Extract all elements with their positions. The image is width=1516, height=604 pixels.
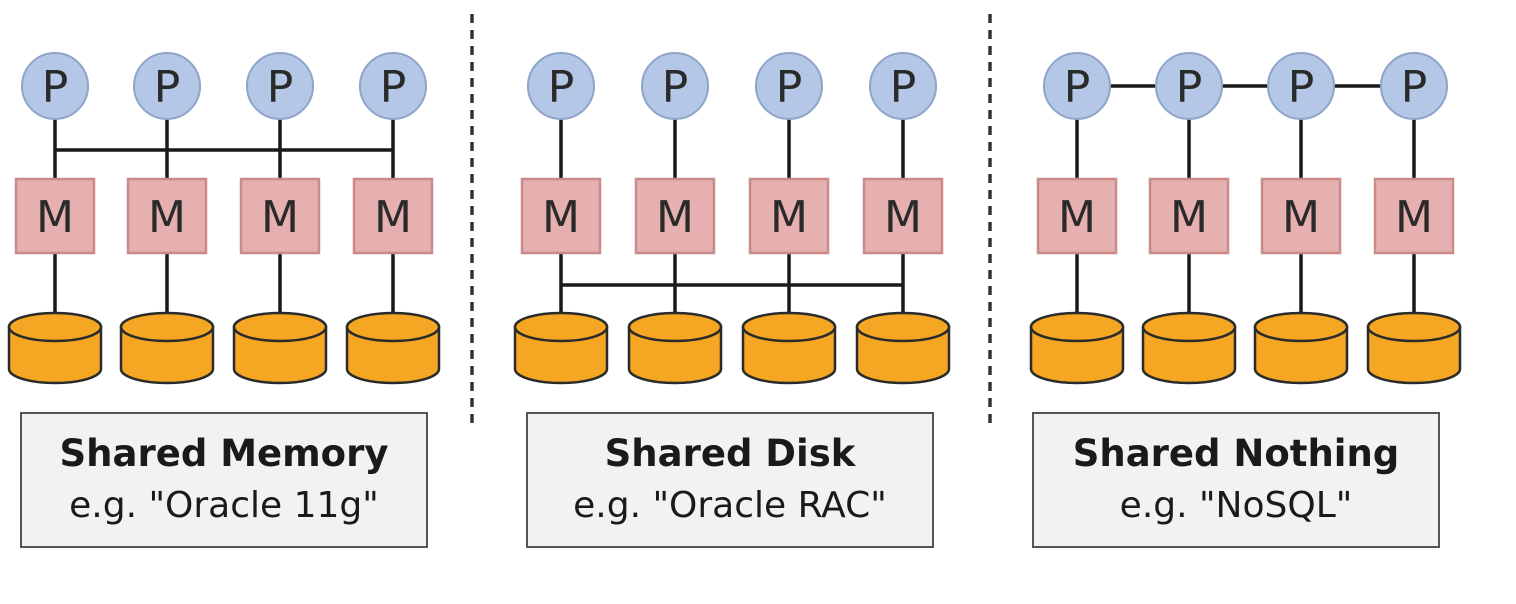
processor-node bbox=[755, 52, 823, 120]
memory-label: M bbox=[770, 192, 808, 243]
memory-node bbox=[1373, 177, 1455, 255]
memory-node bbox=[352, 177, 434, 255]
disk-top bbox=[7, 311, 103, 343]
caption-title: Shared Nothing bbox=[1072, 432, 1400, 475]
processor-node bbox=[359, 52, 427, 120]
memory-label: M bbox=[1058, 192, 1096, 243]
disk-body bbox=[1141, 325, 1237, 385]
memory-label: M bbox=[374, 192, 412, 243]
processor-node bbox=[527, 52, 595, 120]
memory-label: M bbox=[884, 192, 922, 243]
processor-label: P bbox=[154, 62, 181, 113]
caption-shared-disk: Shared Disk e.g. "Oracle RAC" bbox=[526, 412, 934, 548]
memory-label: M bbox=[542, 192, 580, 243]
disk-body bbox=[119, 325, 215, 385]
memory-node bbox=[1260, 177, 1342, 255]
caption-example: e.g. "Oracle 11g" bbox=[69, 485, 379, 526]
disk-body bbox=[513, 325, 609, 385]
memory-label: M bbox=[656, 192, 694, 243]
memory-node bbox=[239, 177, 321, 255]
memory-node bbox=[14, 177, 96, 255]
processor-label: P bbox=[662, 62, 689, 113]
processor-node bbox=[21, 52, 89, 120]
disk-body bbox=[1029, 325, 1125, 385]
disk-top bbox=[1029, 311, 1125, 343]
memory-label: M bbox=[261, 192, 299, 243]
memory-node bbox=[1036, 177, 1118, 255]
memory-node bbox=[634, 177, 716, 255]
memory-label: M bbox=[36, 192, 74, 243]
processor-label: P bbox=[42, 62, 69, 113]
disk-top bbox=[741, 311, 837, 343]
processor-node bbox=[1155, 52, 1223, 120]
memory-label: M bbox=[1395, 192, 1433, 243]
disk-body bbox=[1253, 325, 1349, 385]
processor-node bbox=[641, 52, 709, 120]
memory-label: M bbox=[1282, 192, 1320, 243]
disk-body bbox=[345, 325, 441, 385]
caption-example: e.g. "NoSQL" bbox=[1119, 485, 1353, 526]
disk-top bbox=[232, 311, 328, 343]
disk-top bbox=[345, 311, 441, 343]
processor-label: P bbox=[380, 62, 407, 113]
memory-node bbox=[520, 177, 602, 255]
memory-label: M bbox=[1170, 192, 1208, 243]
caption-title: Shared Disk bbox=[604, 432, 856, 475]
processor-node bbox=[869, 52, 937, 120]
disk-top bbox=[1366, 311, 1462, 343]
processor-node bbox=[1267, 52, 1335, 120]
disk-body bbox=[1366, 325, 1462, 385]
disk-top bbox=[855, 311, 951, 343]
processor-label: P bbox=[267, 62, 294, 113]
caption-title: Shared Memory bbox=[59, 432, 389, 475]
disk-body bbox=[7, 325, 103, 385]
memory-label: M bbox=[148, 192, 186, 243]
memory-node bbox=[862, 177, 944, 255]
caption-example: e.g. "Oracle RAC" bbox=[573, 485, 887, 526]
memory-node bbox=[126, 177, 208, 255]
processor-label: P bbox=[1064, 62, 1091, 113]
architecture-shared-disk: P P P P M M M M bbox=[513, 52, 951, 385]
processor-node bbox=[1380, 52, 1448, 120]
processor-label: P bbox=[548, 62, 575, 113]
memory-node bbox=[748, 177, 830, 255]
processor-node bbox=[246, 52, 314, 120]
disk-body bbox=[627, 325, 723, 385]
disk-top bbox=[1253, 311, 1349, 343]
processor-label: P bbox=[1401, 62, 1428, 113]
disk-top bbox=[119, 311, 215, 343]
architecture-shared-memory: P P P P M M M M bbox=[7, 52, 441, 385]
disk-body bbox=[855, 325, 951, 385]
caption-shared-nothing: Shared Nothing e.g. "NoSQL" bbox=[1032, 412, 1440, 548]
disk-body bbox=[741, 325, 837, 385]
processor-node bbox=[133, 52, 201, 120]
processor-label: P bbox=[890, 62, 917, 113]
architecture-shared-nothing: P P P P M M M M bbox=[1029, 52, 1462, 385]
processor-label: P bbox=[1288, 62, 1315, 113]
disk-body bbox=[232, 325, 328, 385]
caption-shared-memory: Shared Memory e.g. "Oracle 11g" bbox=[20, 412, 428, 548]
memory-node bbox=[1148, 177, 1230, 255]
disk-top bbox=[1141, 311, 1237, 343]
processor-label: P bbox=[776, 62, 803, 113]
processor-label: P bbox=[1176, 62, 1203, 113]
disk-top bbox=[627, 311, 723, 343]
disk-top bbox=[513, 311, 609, 343]
processor-node bbox=[1043, 52, 1111, 120]
